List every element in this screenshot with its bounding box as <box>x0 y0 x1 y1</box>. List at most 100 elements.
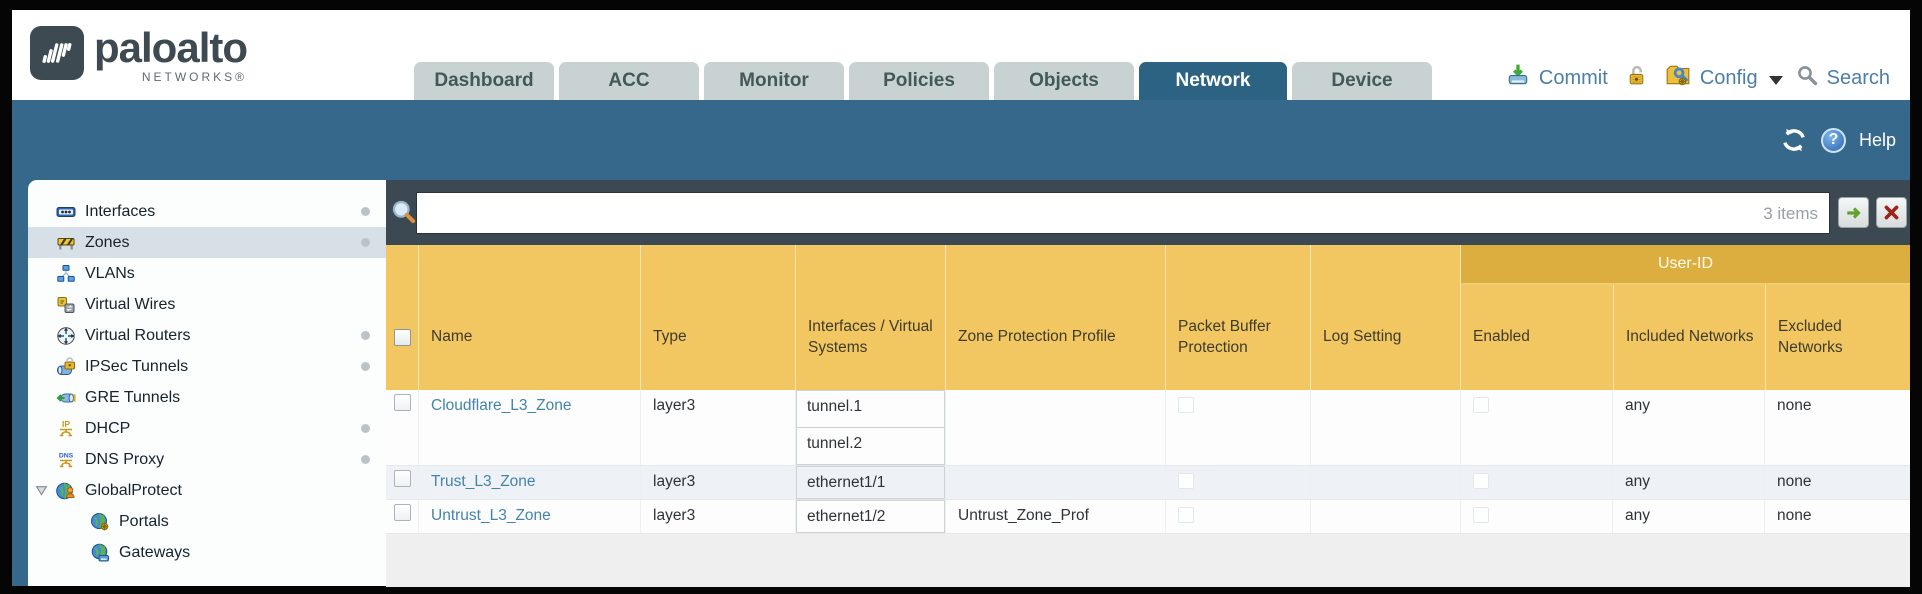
sidebar-item-dns-proxy[interactable]: DNS DNS Proxy <box>28 444 386 475</box>
tab-network[interactable]: Network <box>1139 62 1287 100</box>
column-header-interfaces-virtual-systems[interactable]: Interfaces / Virtual Systems <box>795 245 945 390</box>
column-header-packet-buffer-protection[interactable]: Packet Buffer Protection <box>1165 245 1310 390</box>
status-dot <box>361 331 370 340</box>
sidebar-item-gateways[interactable]: Gateways <box>28 537 386 568</box>
sidebar-item-label: Gateways <box>119 543 191 561</box>
paloalto-logo: paloalto NETWORKS® <box>30 24 248 85</box>
dns-proxy-icon: DNS <box>56 450 76 470</box>
column-header-log-setting[interactable]: Log Setting <box>1310 245 1460 390</box>
status-dot <box>361 455 370 464</box>
cell-packet-buffer-protection <box>1165 500 1310 533</box>
sidebar-item-zones[interactable]: Zones <box>28 227 386 258</box>
cell-user-id-enabled <box>1460 390 1612 465</box>
tab-objects[interactable]: Objects <box>994 62 1134 100</box>
sidebar-item-portals[interactable]: Portals <box>28 506 386 537</box>
brand-name: paloalto <box>94 24 248 71</box>
help-icon[interactable]: ? <box>1820 127 1846 153</box>
apply-filter-button[interactable] <box>1838 197 1869 228</box>
cell-excluded-networks: none <box>1764 466 1910 499</box>
interface-entry: ethernet1/2 <box>796 500 945 533</box>
cell-interfaces: ethernet1/2 <box>795 500 945 533</box>
brand-subtitle: NETWORKS® <box>141 70 248 85</box>
user-id-enabled-checkbox[interactable] <box>1473 397 1489 413</box>
cell-name: Untrust_L3_Zone <box>418 500 640 533</box>
cell-type: layer3 <box>640 466 795 499</box>
config-dropdown-caret-icon[interactable] <box>1768 75 1783 85</box>
column-header-excluded-networks[interactable]: Excluded Networks <box>1765 285 1911 390</box>
zone-name-link[interactable]: Trust_L3_Zone <box>431 473 536 490</box>
virtual-routers-icon <box>56 326 76 346</box>
cell-packet-buffer-protection <box>1165 466 1310 499</box>
zones-icon <box>56 233 76 253</box>
filter-bar: 3 items <box>386 180 1910 245</box>
column-header-type[interactable]: Type <box>640 245 795 390</box>
packet-buffer-protection-checkbox[interactable] <box>1178 397 1194 413</box>
commit-button[interactable]: Commit <box>1538 66 1608 89</box>
row-checkbox[interactable] <box>393 470 411 487</box>
cell-log-setting <box>1310 466 1460 499</box>
tab-policies[interactable]: Policies <box>849 62 989 100</box>
cell-name: Cloudflare_L3_Zone <box>418 390 640 465</box>
title-band: ? Help <box>12 100 1910 180</box>
cell-packet-buffer-protection <box>1165 390 1310 465</box>
sidebar-item-gre-tunnels[interactable]: GRE Tunnels <box>28 382 386 413</box>
sidebar-item-virtual-routers[interactable]: Virtual Routers <box>28 320 386 351</box>
sidebar-item-globalprotect[interactable]: GlobalProtect <box>28 475 386 506</box>
column-header-enabled[interactable]: Enabled <box>1473 328 1530 346</box>
sidebar-item-label: Interfaces <box>85 202 156 220</box>
cell-excluded-networks: none <box>1764 500 1910 533</box>
search-button[interactable]: Search <box>1826 66 1890 89</box>
svg-text:IP: IP <box>62 419 70 429</box>
packet-buffer-protection-checkbox[interactable] <box>1178 507 1194 523</box>
row-select-cell <box>386 466 418 499</box>
svg-text:DNS: DNS <box>59 452 74 459</box>
sidebar-item-label: GRE Tunnels <box>85 388 181 406</box>
row-select-cell <box>386 390 418 465</box>
filter-input[interactable] <box>416 192 1830 234</box>
vlans-icon <box>56 264 76 284</box>
interface-entry: tunnel.1 <box>796 390 945 428</box>
cell-included-networks: any <box>1612 390 1764 465</box>
config-button[interactable]: Config <box>1699 66 1758 89</box>
lock-icon[interactable] <box>1625 64 1648 93</box>
column-header-zone-protection-profile[interactable]: Zone Protection Profile <box>945 245 1165 390</box>
sidebar-item-interfaces[interactable]: Interfaces <box>28 196 386 227</box>
clear-filter-button[interactable] <box>1876 197 1907 228</box>
sidebar-item-vlans[interactable]: VLANs <box>28 258 386 289</box>
row-checkbox[interactable] <box>393 504 411 521</box>
sidebar-item-ipsec-tunnels[interactable]: IPSec Tunnels <box>28 351 386 382</box>
select-all-checkbox[interactable] <box>393 329 411 346</box>
status-dot <box>361 362 370 371</box>
column-header-name[interactable]: Name <box>418 245 640 390</box>
packet-buffer-protection-checkbox[interactable] <box>1178 473 1194 489</box>
refresh-icon[interactable] <box>1780 126 1808 154</box>
tab-device[interactable]: Device <box>1292 62 1432 100</box>
interface-entry: ethernet1/1 <box>796 466 945 499</box>
cell-zone-protection-profile: Untrust_Zone_Prof <box>945 500 1165 533</box>
zone-name-link[interactable]: Untrust_L3_Zone <box>431 507 551 524</box>
sidebar-item-label: Virtual Routers <box>85 326 191 344</box>
sidebar-item-label: DNS Proxy <box>85 450 165 468</box>
row-checkbox[interactable] <box>393 394 411 411</box>
tab-dashboard[interactable]: Dashboard <box>414 62 554 100</box>
expand-collapse-icon[interactable] <box>35 484 48 497</box>
commit-icon <box>1506 63 1530 93</box>
sidebar-item-virtual-wires[interactable]: Virtual Wires <box>28 289 386 320</box>
user-id-enabled-checkbox[interactable] <box>1473 507 1489 523</box>
user-id-enabled-checkbox[interactable] <box>1473 473 1489 489</box>
column-header-included-networks[interactable]: Included Networks <box>1613 285 1765 390</box>
zone-name-link[interactable]: Cloudflare_L3_Zone <box>431 397 572 414</box>
tab-monitor[interactable]: Monitor <box>704 62 844 100</box>
globalprotect-icon <box>56 481 76 501</box>
help-label[interactable]: Help <box>1858 129 1896 150</box>
tab-acc[interactable]: ACC <box>559 62 699 100</box>
